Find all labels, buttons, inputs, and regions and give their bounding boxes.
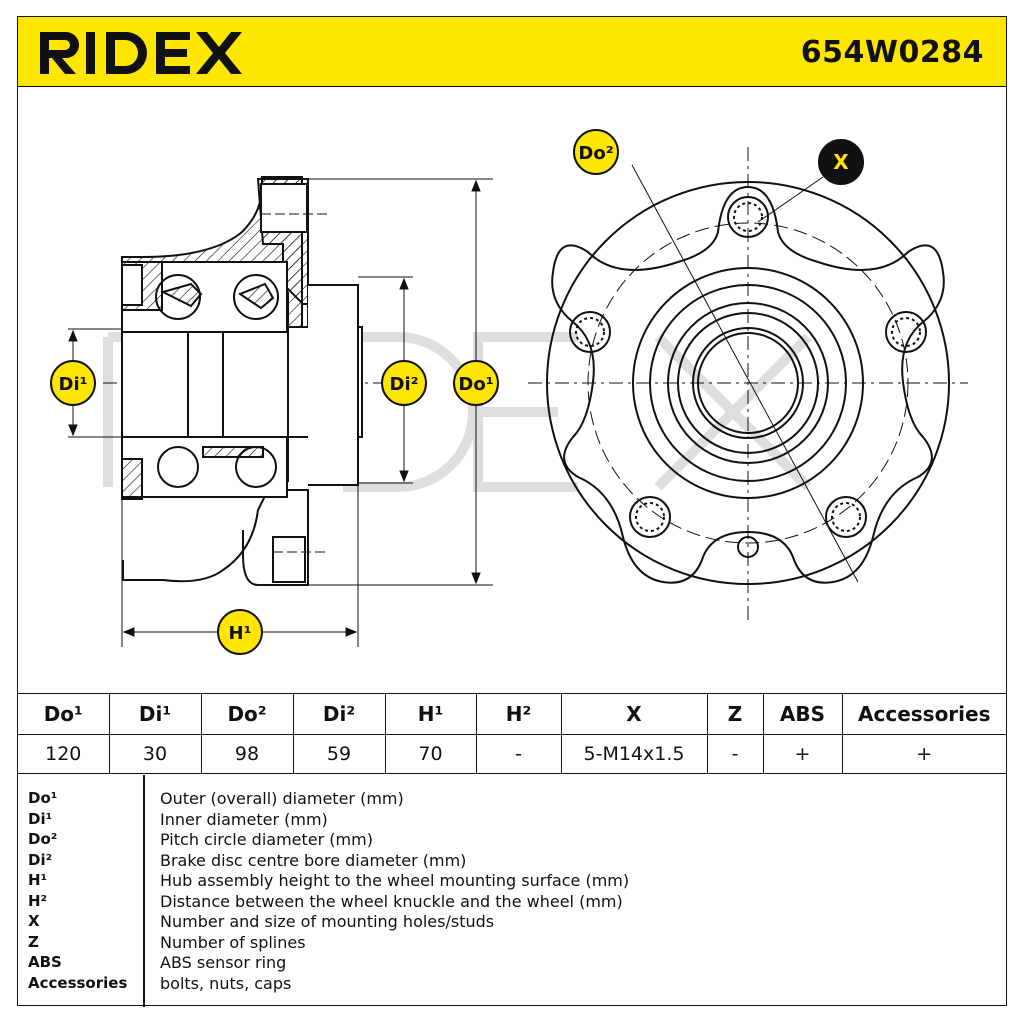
header-abs: ABS (762, 693, 843, 735)
header-di2: Di² (292, 693, 386, 735)
legend-key: Do² (28, 830, 58, 848)
header-accessories: Accessories (841, 693, 1006, 735)
legend-row: Do² Pitch circle diameter (mm) (18, 830, 1006, 851)
header-do2: Do² (200, 693, 294, 735)
legend-desc: Number of splines (160, 932, 306, 952)
legend-key: H¹ (28, 871, 48, 889)
svg-text:Do¹: Do¹ (458, 374, 493, 395)
legend-key: Di² (28, 850, 53, 869)
value-z: - (706, 734, 764, 774)
legend-row: ABS ABS sensor ring (18, 953, 1006, 974)
legend-row: Accessories bolts, nuts, caps (18, 974, 1006, 995)
legend-row: H¹ Hub assembly height to the wheel moun… (18, 871, 1006, 892)
legend-desc: Outer (overall) diameter (mm) (160, 789, 404, 808)
header-bar: 654W0284 (18, 17, 1006, 87)
legend-key: Di¹ (28, 809, 53, 828)
label-do1: Do¹ (453, 360, 499, 406)
hub-section-view (68, 176, 493, 647)
legend: Do¹ Outer (overall) diameter (mm) Di¹ In… (18, 775, 1006, 1007)
legend-divider (143, 775, 145, 1007)
legend-desc: Distance between the wheel knuckle and t… (160, 891, 623, 911)
value-di1: 30 (108, 734, 202, 774)
value-x: 5-M14x1.5 (560, 734, 708, 774)
label-h1: H¹ (217, 609, 263, 655)
legend-desc: Hub assembly height to the wheel mountin… (160, 871, 630, 890)
legend-desc: Brake disc centre bore diameter (mm) (160, 850, 467, 870)
brand-logo (40, 32, 242, 74)
value-accessories: + (841, 734, 1006, 774)
svg-text:H¹: H¹ (229, 623, 252, 644)
value-do1: 120 (18, 734, 110, 774)
spec-table: Do¹ Di¹ Do² Di² H¹ H² X Z ABS Accessorie… (18, 693, 1006, 774)
legend-key: X (28, 912, 40, 930)
header-z: Z (706, 693, 764, 735)
legend-row: Z Number of splines (18, 933, 1006, 954)
legend-row: H² Distance between the wheel knuckle an… (18, 892, 1006, 913)
spec-header-row: Do¹ Di¹ Do² Di² H¹ H² X Z ABS Accessorie… (18, 693, 1006, 735)
legend-desc: bolts, nuts, caps (160, 973, 292, 993)
value-h2: - (475, 734, 562, 774)
value-di2: 59 (292, 734, 386, 774)
label-do2: Do² (573, 129, 619, 175)
legend-row: X Number and size of mounting holes/stud… (18, 912, 1006, 933)
value-abs: + (762, 734, 843, 774)
legend-row: Di² Brake disc centre bore diameter (mm) (18, 851, 1006, 872)
legend-desc: ABS sensor ring (160, 953, 287, 972)
product-sheet: 654W0284 (17, 16, 1007, 1007)
header-do1: Do¹ (18, 693, 110, 735)
svg-text:Di¹: Di¹ (59, 374, 88, 395)
value-h1: 70 (384, 734, 477, 774)
legend-row: Do¹ Outer (overall) diameter (mm) (18, 789, 1006, 810)
value-do2: 98 (200, 734, 294, 774)
legend-key: Z (28, 932, 39, 951)
legend-desc: Inner diameter (mm) (160, 809, 328, 829)
legend-desc: Number and size of mounting holes/studs (160, 912, 495, 931)
legend-key: Accessories (28, 973, 128, 992)
header-h2: H² (475, 693, 562, 735)
spec-value-row: 120 30 98 59 70 - 5-M14x1.5 - + + (18, 734, 1006, 774)
legend-desc: Pitch circle diameter (mm) (160, 830, 373, 849)
hub-front-view (528, 147, 968, 622)
technical-drawing: Di¹ Di² Do¹ H¹ Do² X (50, 129, 968, 655)
header-x: X (560, 693, 708, 735)
svg-text:X: X (833, 150, 849, 174)
legend-key: ABS (28, 953, 62, 971)
part-number: 654W0284 (800, 35, 984, 70)
legend-key: Do¹ (28, 789, 58, 807)
label-di2: Di² (381, 360, 427, 406)
legend-key: H² (28, 891, 48, 910)
label-x: X (818, 139, 864, 185)
legend-row: Di¹ Inner diameter (mm) (18, 810, 1006, 831)
header-di1: Di¹ (108, 693, 202, 735)
label-di1: Di¹ (50, 360, 96, 406)
svg-text:Di²: Di² (390, 374, 419, 395)
svg-text:Do²: Do² (578, 143, 613, 164)
header-h1: H¹ (384, 693, 477, 735)
